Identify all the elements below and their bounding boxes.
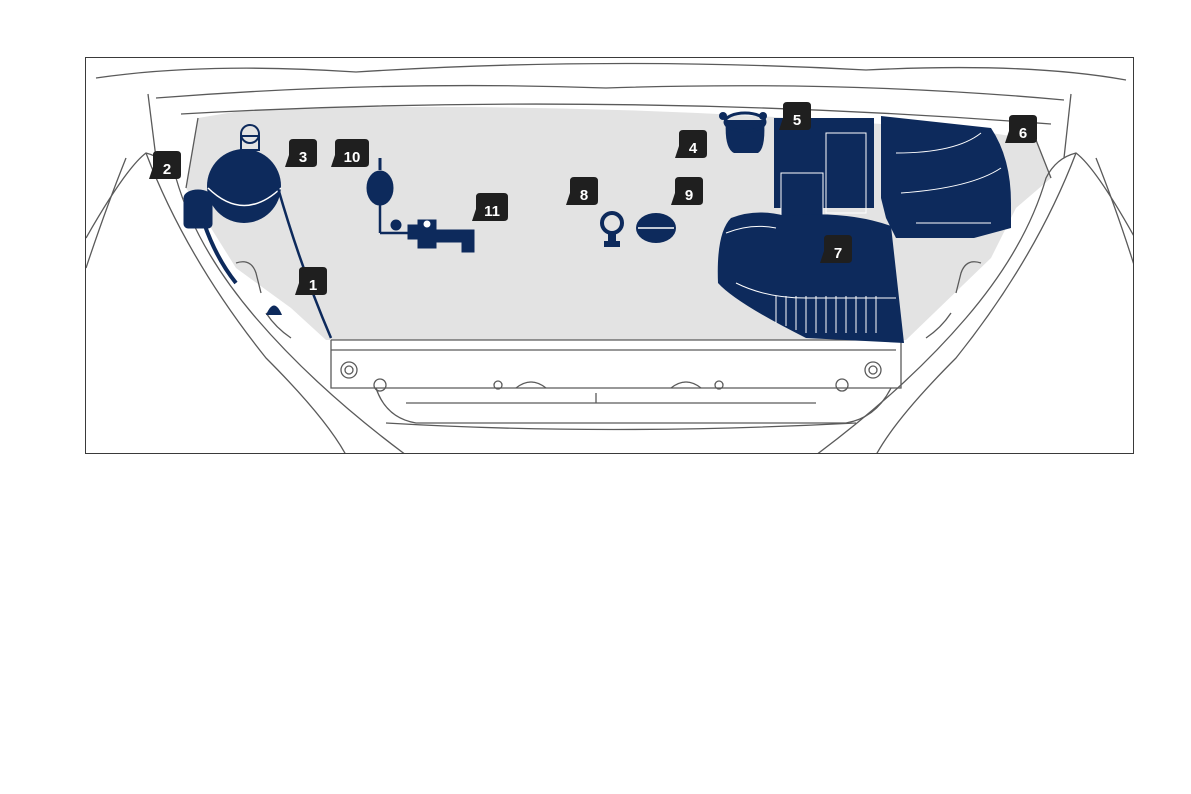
callout-9-label: 9: [685, 187, 693, 204]
callout-2: 2: [149, 151, 181, 179]
callout-5-label: 5: [793, 112, 801, 129]
callout-8-label: 8: [580, 187, 588, 204]
engine-bay-diagram: 1 2 3 4 5 6 7 8: [85, 57, 1134, 454]
callout-6: 6: [1005, 115, 1037, 143]
callout-1: 1: [295, 267, 327, 295]
callout-10-label: 10: [344, 149, 361, 166]
callout-7-label: 7: [834, 245, 842, 262]
callout-5: 5: [779, 102, 811, 130]
callout-11-label: 11: [484, 203, 500, 220]
callout-3: 3: [285, 139, 317, 167]
callout-4: 4: [675, 130, 707, 158]
callout-9: 9: [671, 177, 703, 205]
engine-bay-illustration: 1 2 3 4 5 6 7 8: [86, 58, 1134, 454]
callout-2-label: 2: [163, 161, 171, 178]
callout-4-label: 4: [689, 140, 698, 157]
callout-6-label: 6: [1019, 125, 1027, 142]
callout-10: 10: [331, 139, 369, 167]
callout-3-label: 3: [299, 149, 307, 166]
part-small-dome: [266, 306, 282, 316]
callout-8: 8: [566, 177, 598, 205]
callout-1-label: 1: [309, 277, 317, 294]
callout-11: 11: [472, 193, 508, 221]
part-fill-cap: [636, 213, 676, 243]
callout-7: 7: [820, 235, 852, 263]
